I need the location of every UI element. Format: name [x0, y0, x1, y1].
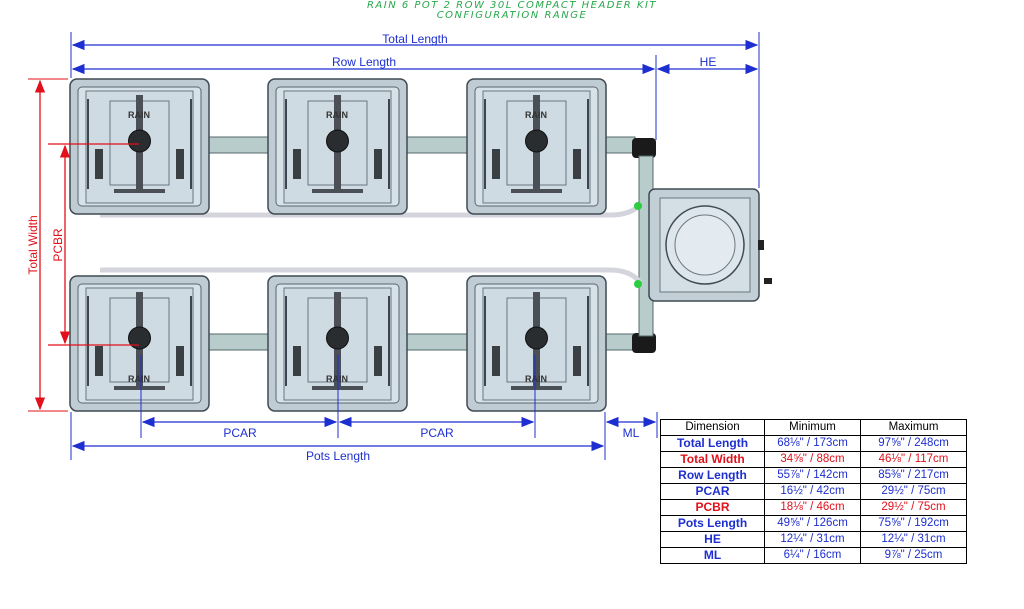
row-maximum: 9⅞" / 25cm: [860, 547, 967, 564]
dimension-table: Dimension Minimum Maximum Total Length 6…: [660, 419, 967, 564]
header-tank: [648, 188, 772, 302]
column-header-maximum: Maximum: [860, 419, 967, 436]
row-dimension: Total Length: [660, 435, 765, 452]
row-maximum: 29½" / 75cm: [860, 499, 967, 516]
pcar-right-label: PCAR: [420, 426, 454, 440]
bottom-valve: [634, 280, 642, 288]
table-row: HE 12¼" / 31cm 12¼" / 31cm: [660, 531, 967, 548]
pot-brand-label: RAIN: [525, 110, 547, 120]
row-maximum: 29½" / 75cm: [860, 483, 967, 500]
he-label: HE: [700, 55, 717, 69]
bottom-elbow: [632, 333, 656, 353]
row-minimum: 6¼" / 16cm: [764, 547, 861, 564]
row-dimension: Pots Length: [660, 515, 765, 532]
table-row: PCAR 16½" / 42cm 29½" / 75cm: [660, 483, 967, 500]
pot-brand-label: RAIN: [525, 374, 547, 384]
total-width-label: Total Width: [26, 215, 40, 274]
row-dimension: ML: [660, 547, 765, 564]
row-dimension: PCAR: [660, 483, 765, 500]
row-dimension: Row Length: [660, 467, 765, 484]
table-header-row: Dimension Minimum Maximum: [660, 419, 967, 436]
row-minimum: 49⅝" / 126cm: [764, 515, 861, 532]
row-minimum: 12¼" / 31cm: [764, 531, 861, 548]
pcbr-label: PCBR: [51, 228, 65, 262]
row-length-label: Row Length: [332, 55, 396, 69]
ml-label: ML: [623, 426, 640, 440]
row-maximum: 46⅛" / 117cm: [860, 451, 967, 468]
row-minimum: 68⅛" / 173cm: [764, 435, 861, 452]
pot-brand-label: RAIN: [128, 110, 150, 120]
pcar-left-label: PCAR: [223, 426, 257, 440]
top-valve: [634, 202, 642, 210]
table-row: Total Length 68⅛" / 173cm 97⅝" / 248cm: [660, 435, 967, 452]
pot-top-2: [267, 78, 408, 215]
pot-brand-label: RAIN: [326, 374, 348, 384]
top-elbow: [632, 138, 656, 158]
table-row: ML 6¼" / 16cm 9⅞" / 25cm: [660, 547, 967, 564]
diagram-title-line1: RAIN 6 POT 2 ROW 30L COMPACT HEADER KIT: [366, 0, 658, 11]
row-maximum: 12¼" / 31cm: [860, 531, 967, 548]
row-maximum: 97⅝" / 248cm: [860, 435, 967, 452]
pot-top-1: [69, 78, 210, 215]
pot-brand-label: RAIN: [128, 374, 150, 384]
row-minimum: 18⅛" / 46cm: [764, 499, 861, 516]
pot-bottom-1: [69, 275, 210, 412]
row-dimension: HE: [660, 531, 765, 548]
table-row: Row Length 55⅞" / 142cm 85⅜" / 217cm: [660, 467, 967, 484]
pot-top-3: [466, 78, 607, 215]
pot-bottom-3: [466, 275, 607, 412]
row-minimum: 34⅝" / 88cm: [764, 451, 861, 468]
column-header-minimum: Minimum: [764, 419, 861, 436]
table-row: PCBR 18⅛" / 46cm 29½" / 75cm: [660, 499, 967, 516]
table-row: Pots Length 49⅝" / 126cm 75⅝" / 192cm: [660, 515, 967, 532]
row-minimum: 16½" / 42cm: [764, 483, 861, 500]
column-header-dimension: Dimension: [660, 419, 765, 436]
row-dimension: PCBR: [660, 499, 765, 516]
table-row: Total Width 34⅝" / 88cm 46⅛" / 117cm: [660, 451, 967, 468]
row-minimum: 55⅞" / 142cm: [764, 467, 861, 484]
total-length-label: Total Length: [382, 32, 447, 46]
bottom-drain-tube: [100, 267, 642, 284]
pot-brand-label: RAIN: [326, 110, 348, 120]
diagram-title-line2: CONFIGURATION RANGE: [436, 10, 588, 21]
pots-length-label: Pots Length: [306, 449, 370, 463]
row-dimension: Total Width: [660, 451, 765, 468]
row-maximum: 85⅜" / 217cm: [860, 467, 967, 484]
row-maximum: 75⅝" / 192cm: [860, 515, 967, 532]
